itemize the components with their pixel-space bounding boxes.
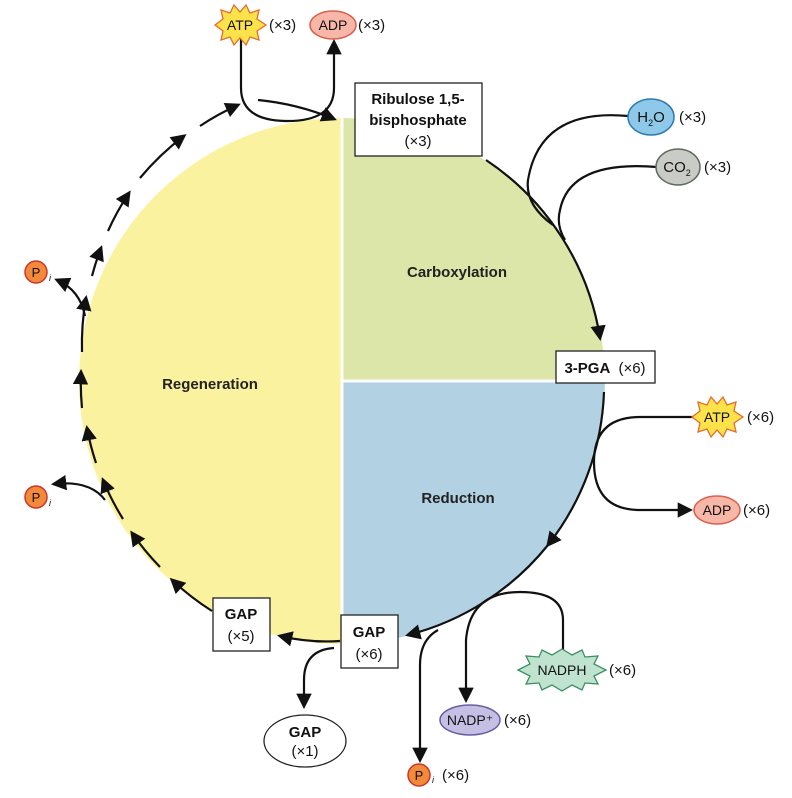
- adp-top-molecule: ADP (×3): [309, 10, 385, 40]
- gap1-count: (×1): [291, 743, 318, 760]
- pi-left-branches: [50, 277, 106, 501]
- gap5-name: GAP: [225, 606, 258, 623]
- gap6-count: (×6): [355, 646, 382, 663]
- pga-box: 3-PGA (×6): [555, 350, 656, 384]
- pi-left-lower-molecule: P i: [24, 485, 52, 509]
- nadph-label: NADPH: [537, 662, 586, 678]
- carboxylation-sector: [342, 118, 605, 381]
- gap6-name: GAP: [353, 624, 386, 641]
- pi-left-upper-label: P: [32, 265, 41, 280]
- nadph-starburst-icon: [516, 648, 608, 692]
- right-atp-adp-loop: [592, 415, 694, 518]
- nadph-molecule: NADPH (×6): [516, 648, 636, 692]
- nadp-label: NADP⁺: [447, 712, 493, 728]
- regen-seg-1: [169, 577, 213, 612]
- carboxylation-label: Carboxylation: [407, 264, 507, 281]
- pi-bottom-molecule: P i (×6): [407, 763, 469, 787]
- pga-name: 3-PGA: [564, 360, 610, 377]
- pi-bottom-line: [412, 629, 439, 764]
- h2o-count: (×3): [679, 109, 706, 126]
- gap6-box: GAP (×6): [340, 614, 399, 669]
- atp-top-label: ATP: [227, 17, 253, 33]
- regen-seg-8: [106, 190, 131, 232]
- rubp-count: (×3): [404, 133, 431, 150]
- h2o-o: O: [653, 109, 665, 126]
- pi-left-lower-label: P: [32, 490, 41, 505]
- rubp-box: Ribulose 1,5- bisphosphate (×3): [354, 82, 483, 157]
- regeneration-sector: [79, 118, 342, 644]
- h2o-sub: 2: [648, 118, 653, 128]
- co2-sub: 2: [686, 168, 691, 178]
- pi-left-upper-sub: i: [49, 273, 52, 283]
- reduction-label: Reduction: [421, 490, 494, 507]
- regen-seg-7: [89, 245, 104, 277]
- gap1-ellipse: GAP (×1): [263, 714, 347, 768]
- regen-seg-4: [81, 424, 98, 464]
- svg-text:H2O: H2O: [637, 109, 665, 128]
- svg-text:CO2: CO2: [663, 159, 691, 178]
- adp-right-label: ADP: [703, 502, 732, 518]
- regen-seg-6: [76, 294, 92, 353]
- pi-left-upper-molecule: P i: [24, 260, 52, 284]
- adp-top-count: (×3): [358, 17, 385, 34]
- gap-output-line: [296, 646, 335, 710]
- rubp-line2: bisphosphate: [369, 112, 467, 129]
- regen-seg-2: [130, 530, 161, 568]
- pi-bottom-sub: i: [432, 775, 435, 785]
- pi-bottom-label: P: [415, 768, 424, 783]
- cycle-circle: [79, 118, 605, 644]
- pi-left-lower-sub: i: [49, 498, 52, 508]
- regen-seg-3: [100, 477, 124, 520]
- nadph-loop: [458, 590, 565, 704]
- adp-right-molecule: ADP (×6): [693, 495, 770, 525]
- co2-molecule: CO2 (×3): [655, 148, 731, 186]
- rubp-line1: Ribulose 1,5-: [371, 91, 464, 108]
- reduction-sector: [342, 381, 605, 644]
- pi-bottom-count: (×6): [442, 767, 469, 784]
- h2o-h: H: [637, 109, 648, 126]
- atp-right-label: ATP: [704, 409, 730, 425]
- atp-right-molecule: ATP (×6): [690, 395, 774, 439]
- co2-co: CO: [663, 159, 686, 176]
- regen-seg-10: [199, 103, 241, 127]
- pga-count: (×6): [618, 360, 645, 377]
- h2o-co2-input-lines: [526, 114, 658, 241]
- reduction-arc-arrow-1: [546, 391, 606, 548]
- cycle-arrows: [72, 98, 606, 647]
- carboxylation-arc-arrow: [485, 159, 606, 342]
- adp-top-label: ADP: [319, 17, 348, 33]
- top-atp-adp-loop: [239, 38, 342, 123]
- nadp-molecule: NADP⁺ (×6): [439, 704, 531, 736]
- atp-right-count: (×6): [747, 409, 774, 426]
- nadph-count: (×6): [609, 662, 636, 679]
- co2-count: (×3): [704, 159, 731, 176]
- adp-right-count: (×6): [743, 502, 770, 519]
- gap5-box: GAP (×5): [212, 597, 271, 652]
- svg-text:3-PGA (×6): 3-PGA (×6): [564, 360, 645, 377]
- gap-transfer-arrow: [277, 631, 341, 647]
- atp-right-starburst-icon: [690, 395, 745, 439]
- gap1-name: GAP: [289, 724, 322, 741]
- regen-seg-9: [139, 134, 187, 179]
- atp-top-starburst-icon: [213, 3, 268, 47]
- regeneration-label: Regeneration: [162, 376, 258, 393]
- atp-top-count: (×3): [269, 17, 296, 34]
- h2o-molecule: H2O (×3): [627, 98, 706, 136]
- regen-seg-11: [257, 98, 337, 122]
- atp-top-molecule: ATP (×3): [213, 3, 296, 47]
- regen-seg-5: [72, 368, 89, 409]
- gap5-count: (×5): [227, 628, 254, 645]
- nadp-count: (×6): [504, 712, 531, 729]
